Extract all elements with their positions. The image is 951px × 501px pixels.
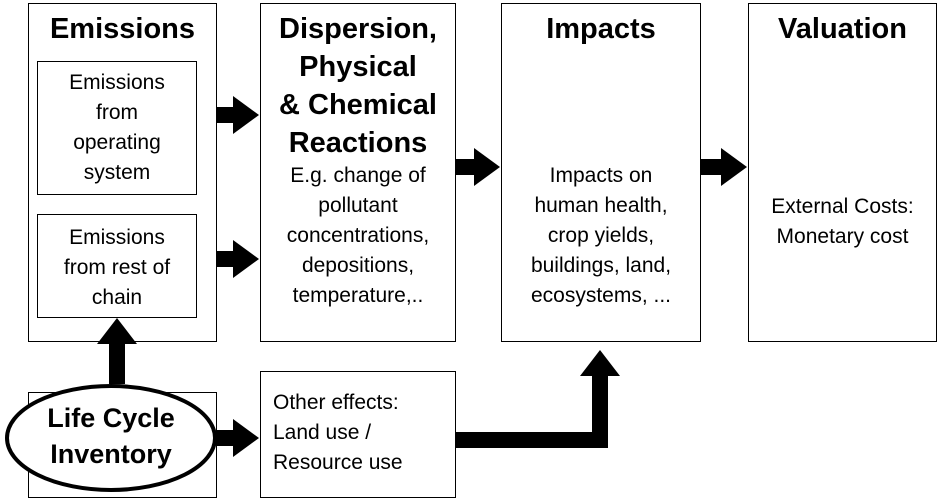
lci-ellipse <box>5 384 217 492</box>
operating-emissions-box: Emissions from operating system <box>37 61 197 195</box>
valuation-title: Valuation <box>778 13 907 45</box>
arrow-chain-to-dispersion <box>217 240 259 278</box>
dispersion-body: E.g. change of pollutant concentrations,… <box>286 164 430 307</box>
impacts-box: Impacts Impacts on human health, crop yi… <box>501 3 701 342</box>
chain-emissions-box: Emissions from rest of chain <box>37 214 197 318</box>
lci-label: Life Cycle Inventory <box>47 403 175 469</box>
dispersion-box: Dispersion, Physical & Chemical Reaction… <box>260 3 456 342</box>
dispersion-title: Dispersion, Physical & Chemical Reaction… <box>279 13 437 159</box>
chain-emissions-label: Emissions from rest of chain <box>63 226 171 309</box>
other-effects-body: Other effects: Land use / Resource use <box>273 391 403 474</box>
impacts-title: Impacts <box>546 13 656 45</box>
valuation-box: Valuation External Costs: Monetary cost <box>748 3 937 342</box>
arrow-lci-to-emissions <box>97 318 137 384</box>
arrow-other-to-impacts <box>456 350 620 448</box>
impacts-body: Impacts on human health, crop yields, bu… <box>530 164 672 307</box>
operating-emissions-label: Emissions from operating system <box>69 71 165 184</box>
arrow-dispersion-to-impacts <box>456 148 500 186</box>
valuation-body: External Costs: Monetary cost <box>771 195 914 248</box>
emissions-title: Emissions <box>49 13 196 45</box>
arrow-impacts-to-valuation <box>701 148 747 186</box>
arrow-operating-to-dispersion <box>217 96 259 134</box>
arrow-lci-to-other <box>217 419 259 457</box>
other-effects-box: Other effects: Land use / Resource use <box>260 371 456 498</box>
